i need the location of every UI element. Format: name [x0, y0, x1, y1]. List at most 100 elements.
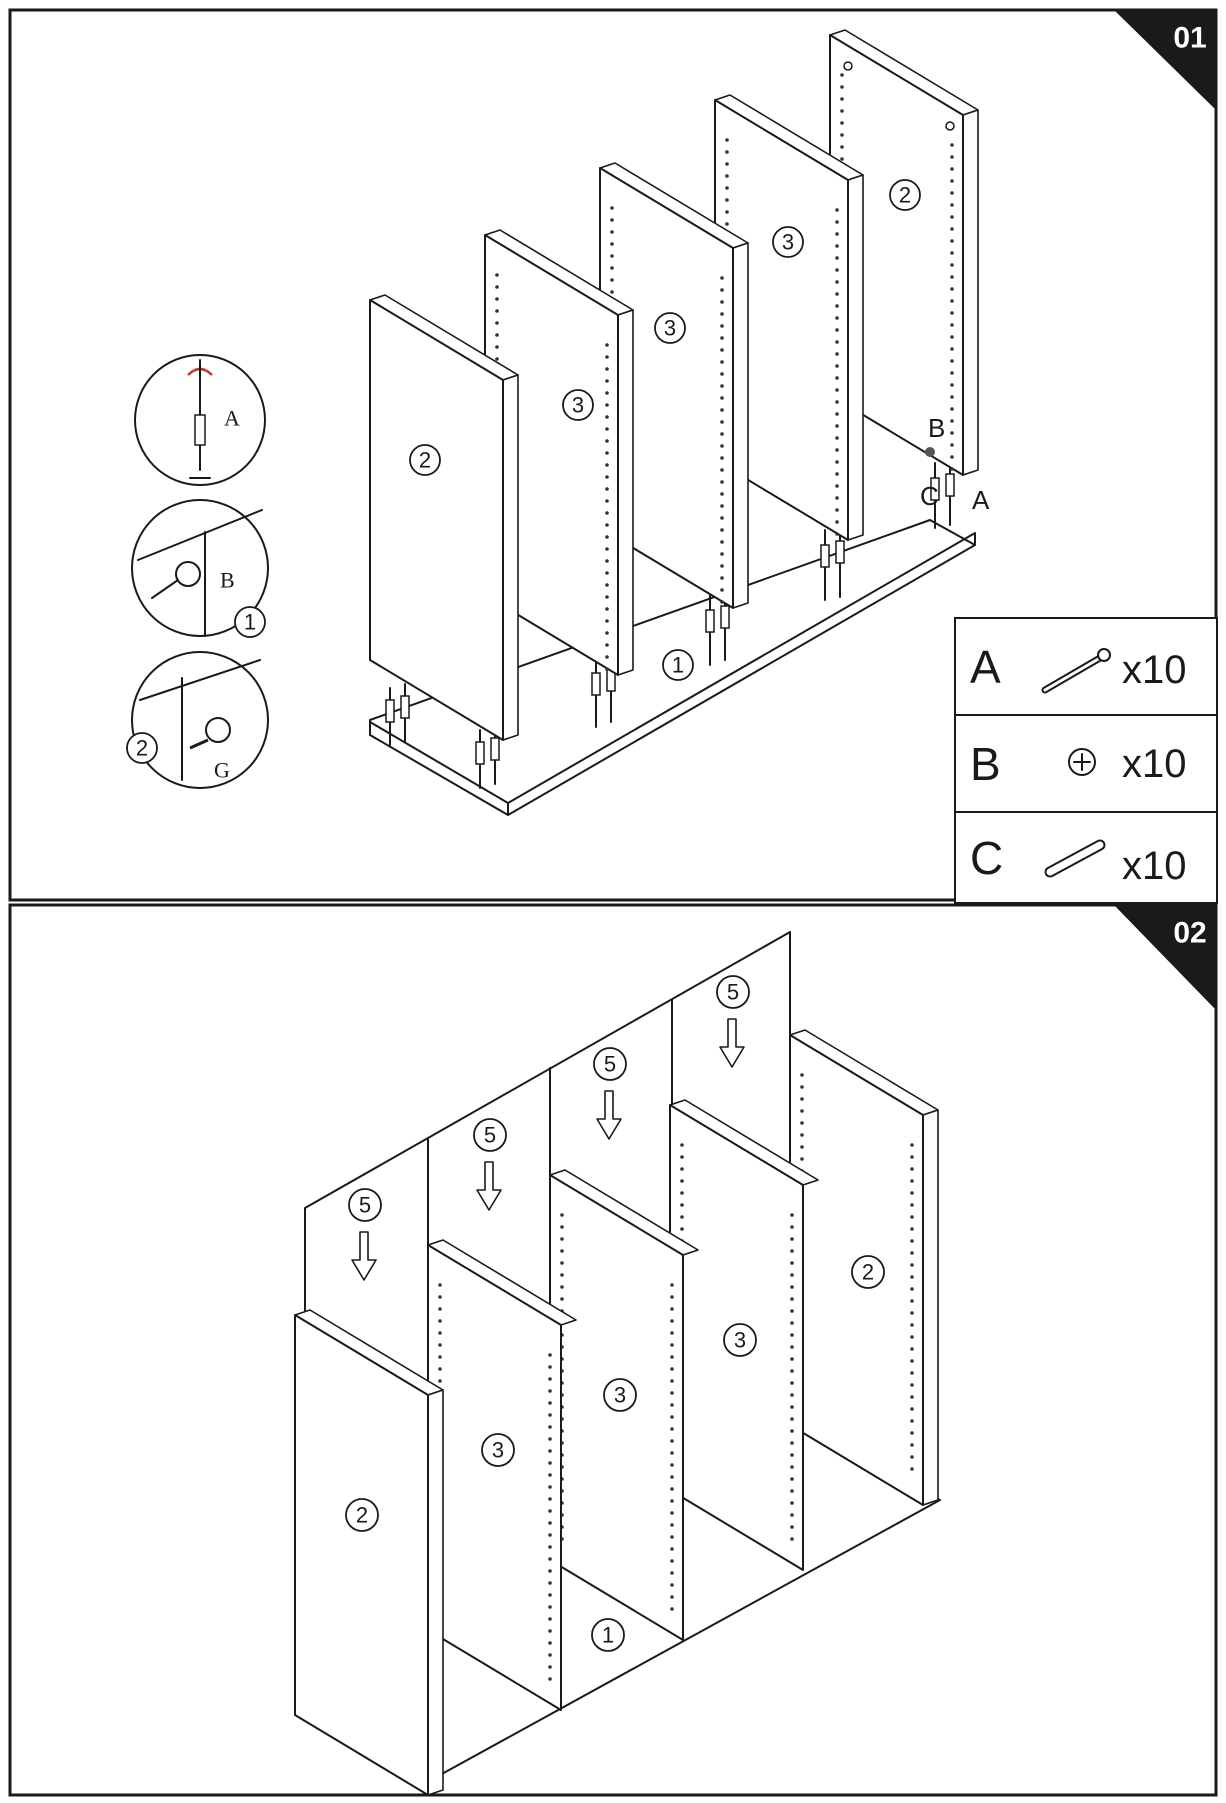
legend-row-a: A x10	[970, 641, 1187, 694]
shelf-pin-hole	[605, 559, 609, 563]
shelf-pin-hole	[910, 1143, 914, 1147]
shelf-pin-hole	[950, 467, 954, 471]
shelf-pin-hole	[605, 667, 609, 671]
shelf-pin-hole	[605, 535, 609, 539]
shelf-pin-hole	[835, 388, 839, 392]
shelf-pin-hole	[950, 215, 954, 219]
shelf-pin-hole	[950, 359, 954, 363]
shelf-pin-hole	[670, 1427, 674, 1431]
shelf-pin-hole	[910, 1299, 914, 1303]
shelf-pin-hole	[720, 396, 724, 400]
shelf-pin-hole	[835, 484, 839, 488]
shelf-pin-hole	[548, 1557, 552, 1561]
down-arrow-icon	[596, 1090, 622, 1140]
shelf-pin-hole	[438, 1283, 442, 1287]
shelf-pin-hole	[605, 511, 609, 515]
shelf-pin-hole	[610, 254, 614, 258]
legend-letter-c: C	[970, 832, 1003, 884]
step-02-panel-3b-label: 3	[603, 1378, 637, 1412]
shelf-pin-hole	[800, 1157, 804, 1161]
shelf-pin-hole	[670, 1607, 674, 1611]
shelf-pin-hole	[950, 299, 954, 303]
shelf-pin-hole	[495, 357, 499, 361]
shelf-pin-hole	[548, 1353, 552, 1357]
svg-text:2: 2	[862, 1260, 874, 1285]
shelf-pin-hole	[835, 520, 839, 524]
shelf-pin-hole	[950, 455, 954, 459]
step-02-panel-2-front-label: 2	[345, 1498, 379, 1532]
shelf-pin-hole	[605, 619, 609, 623]
shelf-pin-hole	[438, 1343, 442, 1347]
shelf-pin-hole	[835, 448, 839, 452]
svg-text:5: 5	[359, 1193, 371, 1218]
shelf-pin-hole	[790, 1453, 794, 1457]
shelf-pin-hole	[720, 540, 724, 544]
shelf-pin-hole	[950, 191, 954, 195]
step-01-detail-1: A	[134, 354, 266, 486]
shelf-pin-hole	[790, 1273, 794, 1277]
step-01-panel-3c-label: 3	[782, 230, 794, 255]
shelf-pin-hole	[950, 167, 954, 171]
shelf-pin-hole	[950, 419, 954, 423]
shelf-pin-hole	[680, 1167, 684, 1171]
wood-dowel-icon	[1044, 839, 1106, 878]
shelf-pin-hole	[950, 263, 954, 267]
shelf-pin-hole	[720, 276, 724, 280]
shelf-pin-hole	[720, 300, 724, 304]
step-01-base-label: 1	[662, 649, 694, 681]
shelf-pin-hole	[910, 1419, 914, 1423]
shelf-pin-hole	[548, 1605, 552, 1609]
step-01-badge: 01	[1114, 10, 1216, 110]
shelf-pin-hole	[605, 631, 609, 635]
legend-qty-a: x10	[1122, 648, 1187, 692]
shelf-pin-hole	[790, 1417, 794, 1421]
shelf-pin-hole	[610, 266, 614, 270]
shelf-pin-hole	[910, 1287, 914, 1291]
shelf-pin-hole	[910, 1263, 914, 1267]
shelf-pin-hole	[910, 1227, 914, 1231]
shelf-pin-hole	[720, 516, 724, 520]
shelf-pin-hole	[790, 1381, 794, 1385]
shelf-pin-hole	[835, 496, 839, 500]
shelf-pin-hole	[950, 251, 954, 255]
step-01-number: 01	[1173, 22, 1206, 55]
shelf-pin-hole	[910, 1347, 914, 1351]
legend-qty-b: x10	[1122, 742, 1187, 786]
shelf-pin-hole	[605, 343, 609, 347]
shelf-pin-hole	[950, 155, 954, 159]
shelf-pin-hole	[835, 328, 839, 332]
shelf-pin-hole	[605, 463, 609, 467]
shelf-pin-hole	[720, 372, 724, 376]
shelf-pin-hole	[910, 1335, 914, 1339]
shelf-pin-hole	[835, 340, 839, 344]
shelf-pin-hole	[548, 1413, 552, 1417]
svg-text:3: 3	[734, 1328, 746, 1353]
shelf-pin-hole	[680, 1191, 684, 1195]
step-02-back-panel-4: 5	[716, 975, 750, 1068]
shelf-pin-hole	[548, 1593, 552, 1597]
legend-letter-b: B	[970, 738, 1001, 790]
shelf-pin-hole	[548, 1677, 552, 1681]
shelf-pin-hole	[720, 588, 724, 592]
shelf-pin-hole	[790, 1297, 794, 1301]
shelf-pin-hole	[548, 1641, 552, 1645]
parts-legend: A x10 B x10 C x10	[954, 617, 1218, 904]
shelf-pin-hole	[950, 311, 954, 315]
shelf-pin-hole	[560, 1297, 564, 1301]
svg-text:5: 5	[484, 1123, 496, 1148]
shelf-pin-hole	[548, 1665, 552, 1669]
shelf-pin-hole	[548, 1569, 552, 1573]
step-01-panel-3a-label: 3	[572, 393, 584, 418]
shelf-pin-hole	[610, 278, 614, 282]
shelf-pin-hole	[790, 1261, 794, 1265]
shelf-pin-hole	[800, 1109, 804, 1113]
step-01-panel-3b-label: 3	[664, 316, 676, 341]
shelf-pin-hole	[835, 244, 839, 248]
shelf-pin-hole	[840, 157, 844, 161]
shelf-pin-hole	[560, 1285, 564, 1289]
step-02-panel-2-rear-label: 2	[851, 1255, 885, 1289]
shelf-pin-hole	[438, 1379, 442, 1383]
shelf-pin-hole	[548, 1365, 552, 1369]
shelf-pin-hole	[720, 564, 724, 568]
shelf-pin-hole	[495, 273, 499, 277]
